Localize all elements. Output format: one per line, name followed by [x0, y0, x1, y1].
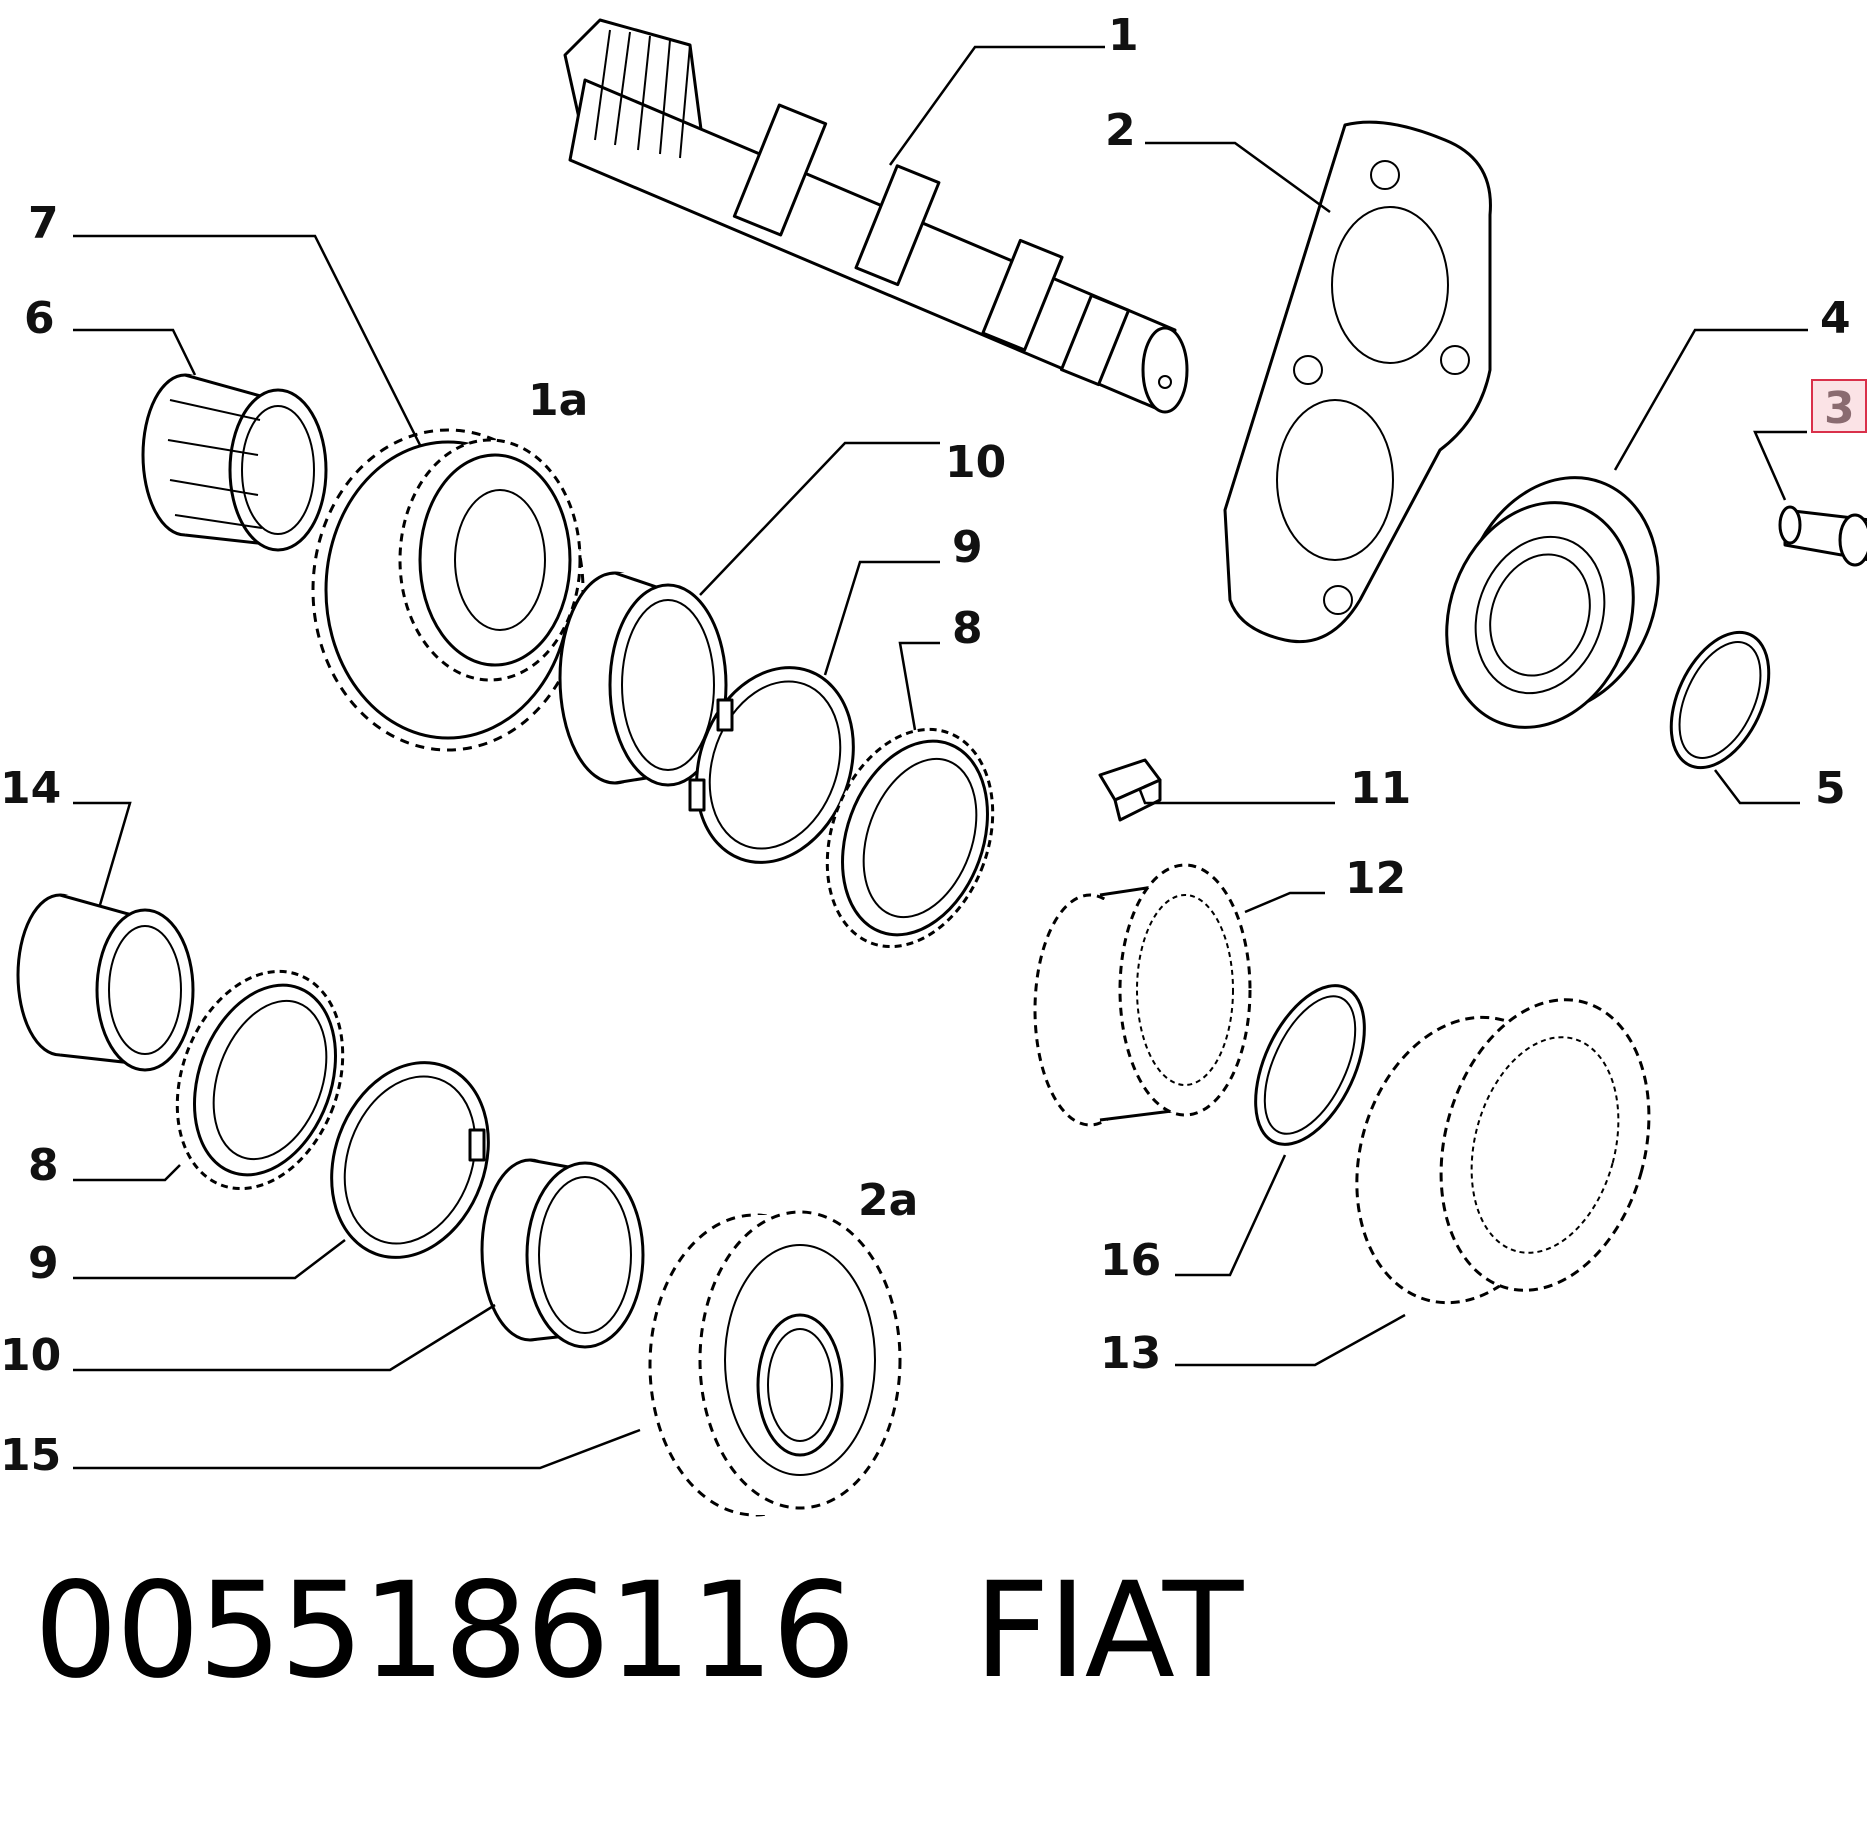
- brand-name: FIAT: [973, 1554, 1244, 1708]
- leader-lines: [73, 45, 1808, 1470]
- caption: 0055186116 FIAT: [34, 1554, 1244, 1708]
- part-15-gear: [648, 1210, 902, 1517]
- part-10-synchro-ring-upper: [558, 571, 728, 787]
- part-2-plate: [1223, 120, 1492, 644]
- part-13-sleeve: [1355, 998, 1651, 1305]
- callout-12: 12: [1345, 853, 1406, 904]
- part-5-circlip: [1669, 630, 1771, 770]
- callout-14: 14: [0, 763, 61, 814]
- part-10-synchro-ring-lower: [480, 1158, 645, 1349]
- callout-13: 13: [1100, 1328, 1161, 1379]
- part-3-bolt: [1778, 505, 1867, 567]
- callout-9-upper: 9: [952, 522, 983, 573]
- callout-3-highlight: 3: [1811, 379, 1867, 434]
- part-7-gear: [311, 428, 585, 752]
- callout-5: 5: [1815, 763, 1846, 814]
- part-14-needle-bearing: [16, 893, 195, 1072]
- callout-10-lower: 10: [0, 1330, 61, 1381]
- callout-1a: 1a: [528, 375, 588, 426]
- callout-11: 11: [1350, 763, 1411, 814]
- callout-2: 2: [1105, 105, 1136, 156]
- part-8-synchro-upper: [825, 727, 995, 949]
- callout-8-lower: 8: [28, 1140, 59, 1191]
- part-1-main-shaft: [563, 18, 1189, 414]
- callout-7: 7: [28, 198, 59, 249]
- callout-10-upper: 10: [945, 437, 1006, 488]
- callout-15: 15: [0, 1430, 61, 1481]
- callout-16: 16: [1100, 1235, 1161, 1286]
- part-8-synchro-lower: [175, 969, 345, 1191]
- callout-9-lower: 9: [28, 1238, 59, 1289]
- callout-8-upper: 8: [952, 603, 983, 654]
- callout-3: 3: [1824, 383, 1855, 434]
- callout-2a: 2a: [858, 1175, 918, 1226]
- callout-4: 4: [1820, 293, 1851, 344]
- callout-labels: 1 2 7 6 4 3 1a 10 9 8 11 5 12 14 8 2a 9 …: [0, 10, 1867, 1481]
- part-9-cone-ring-lower: [330, 1061, 490, 1259]
- part-9-cone-ring-upper: [688, 666, 855, 864]
- callout-6: 6: [24, 293, 55, 344]
- callout-1: 1: [1108, 10, 1139, 61]
- part-16-circlip: [1254, 984, 1366, 1146]
- part-11-key: [1098, 758, 1162, 822]
- part-4-bearing: [1445, 476, 1660, 729]
- part-number: 0055186116: [34, 1554, 856, 1708]
- part-6-needle-bearing: [141, 373, 328, 552]
- part-12-hub: [1033, 863, 1252, 1127]
